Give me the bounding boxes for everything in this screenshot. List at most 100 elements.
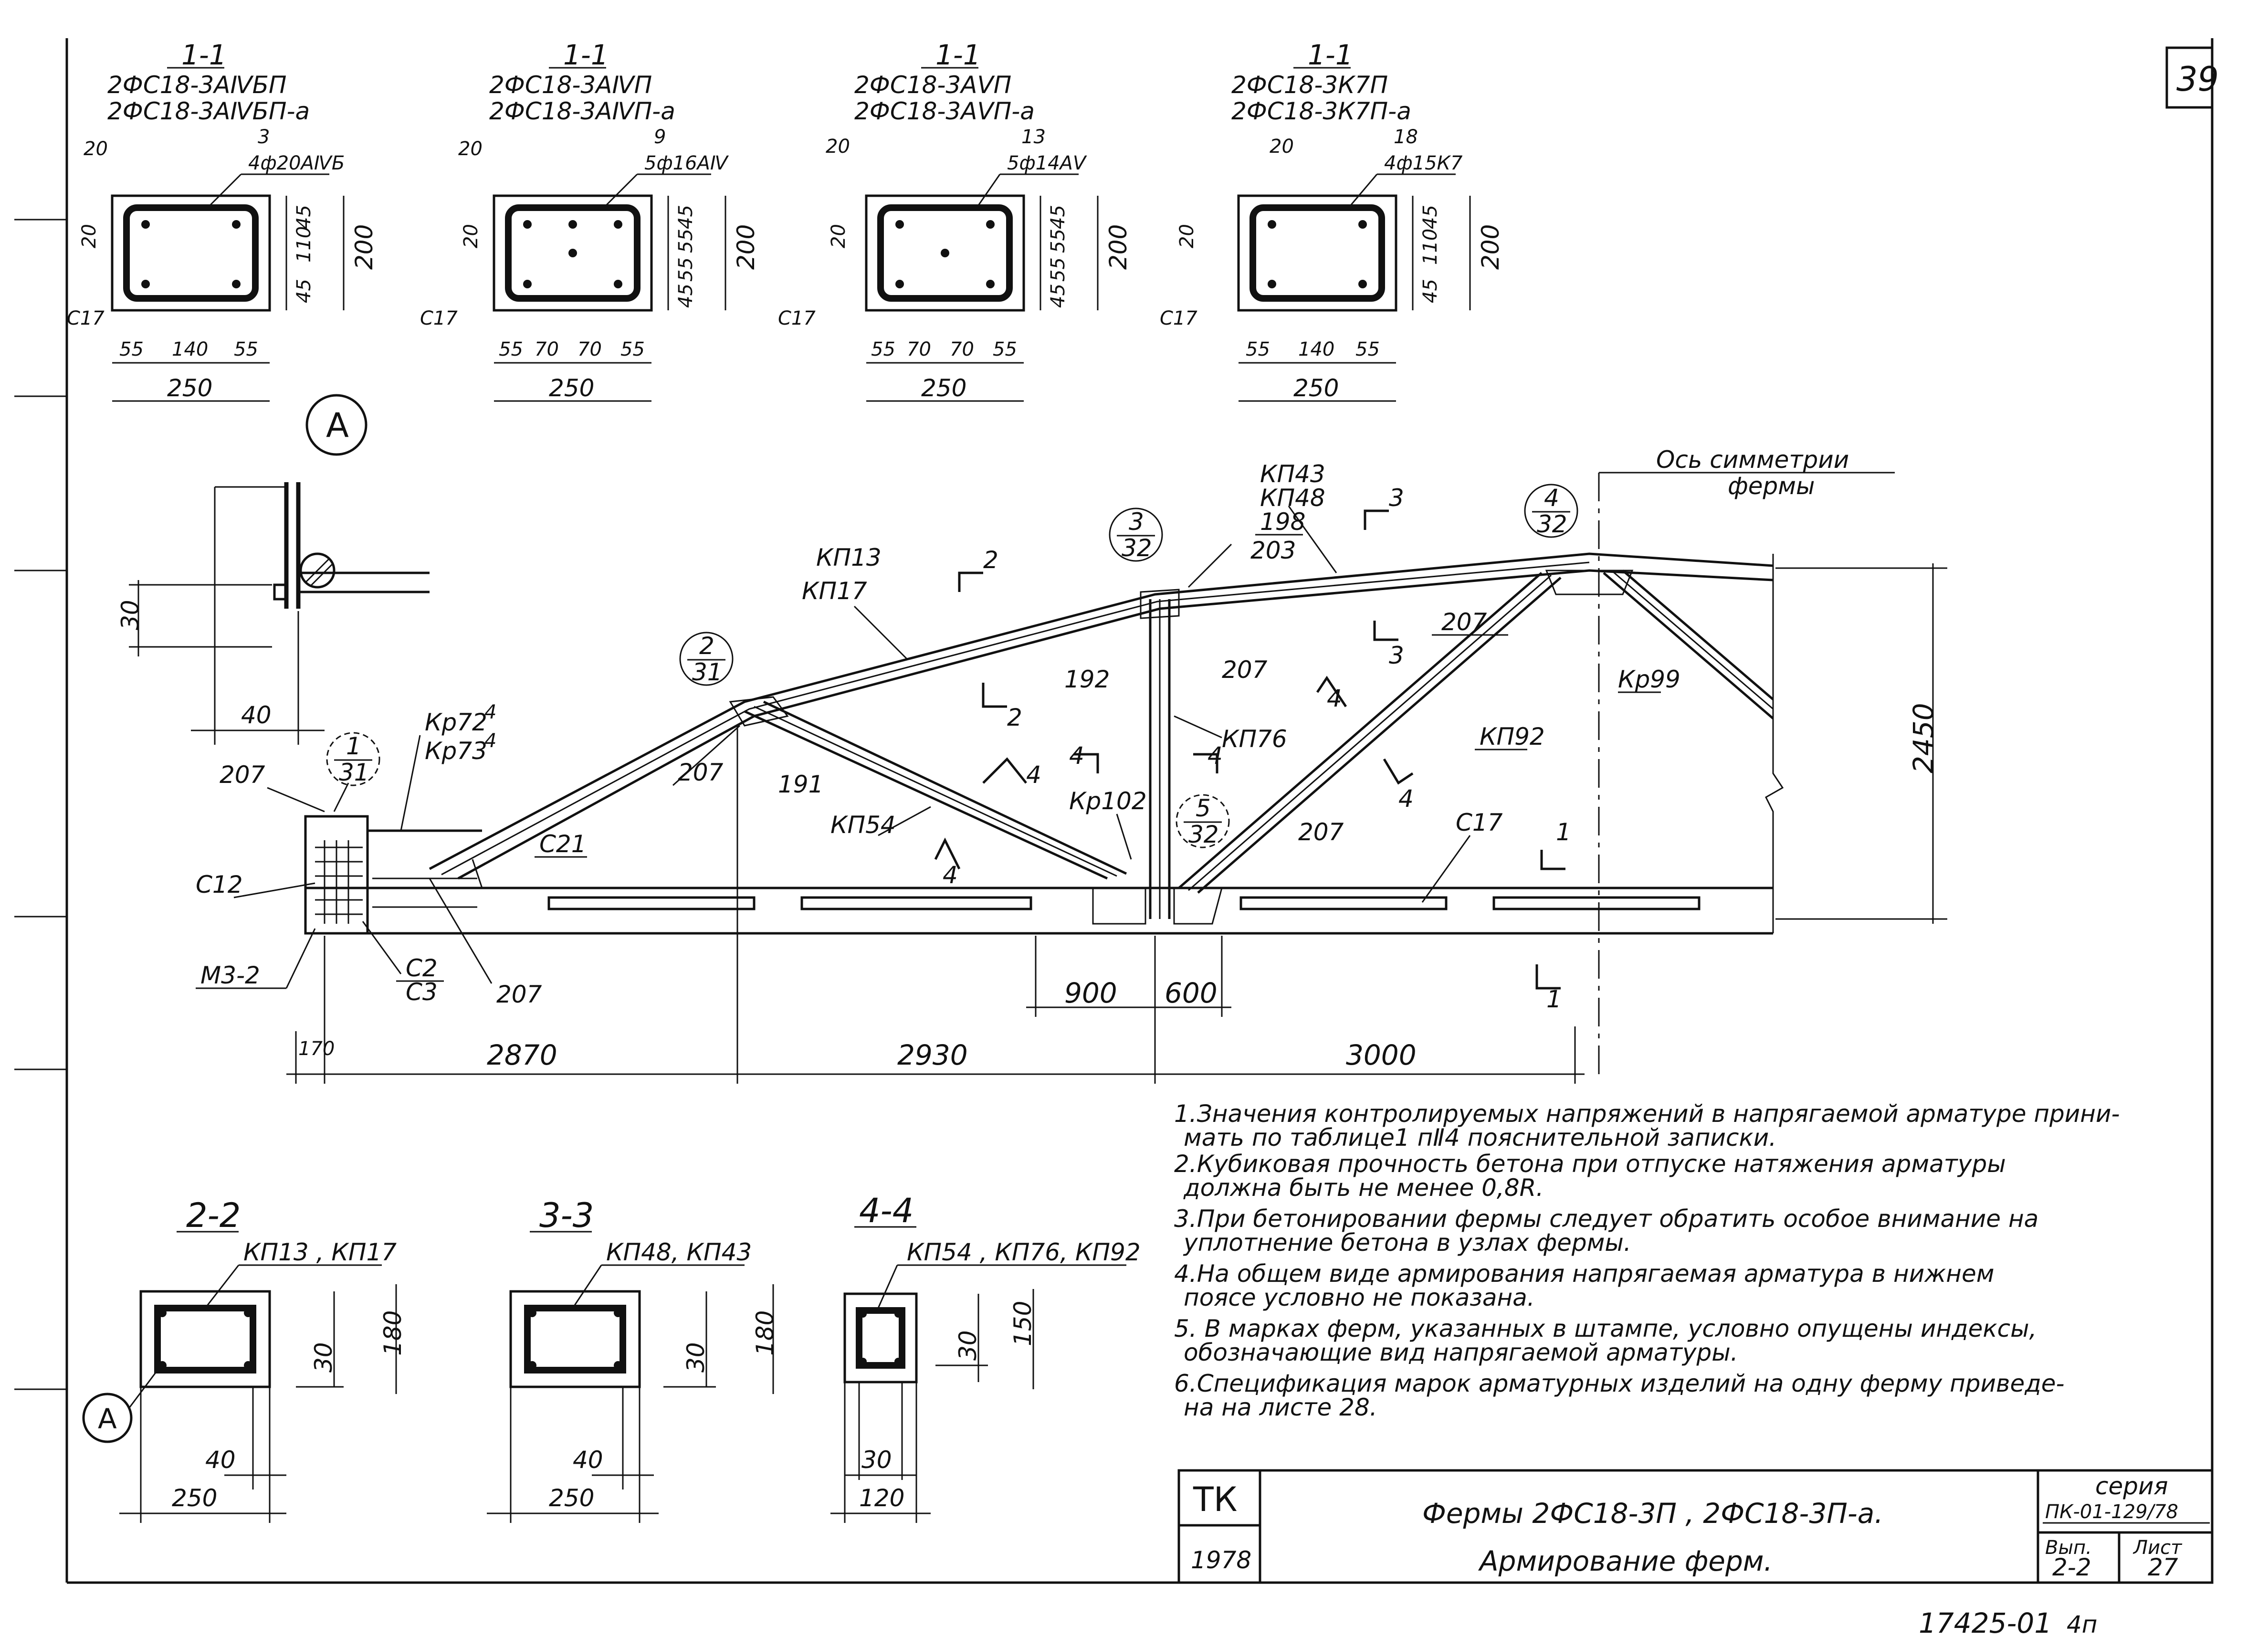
svg-text:70: 70 <box>578 338 602 360</box>
stamp-subtitle: Армирование ферм. <box>1478 1545 1773 1577</box>
svg-text:2: 2 <box>983 546 998 574</box>
svg-text:Кр72: Кр72 <box>425 708 487 736</box>
page-number: 39 <box>2176 60 2219 99</box>
svg-text:1: 1 <box>1556 818 1571 846</box>
svg-text:31: 31 <box>692 658 723 686</box>
svg-text:150: 150 <box>1009 1301 1037 1346</box>
svg-text:70: 70 <box>535 338 559 360</box>
section-2-2: 2-2 КП13 , КП17 30 180 40 250 А <box>82 1196 407 1523</box>
truss-labels: Ось симметрии фермы КП13 КП17 КП43 КП48 … <box>196 446 1895 1013</box>
section-1-1-d: 1-1 2ФС18-3К7П 2ФС18-3К7П-а 20 18 4ф15К7… <box>1160 39 1504 402</box>
rebar-label: 4ф15К7 <box>1384 152 1463 174</box>
svg-text:Лист: Лист <box>2132 1537 2183 1559</box>
svg-text:55: 55 <box>1246 338 1270 360</box>
svg-text:3000: 3000 <box>1346 1039 1417 1071</box>
node-ref-3: 3 32 <box>1109 507 1163 562</box>
svg-text:4: 4 <box>943 861 958 889</box>
node-ref-1: 1 31 <box>326 732 380 786</box>
svg-text:30: 30 <box>954 1330 982 1361</box>
svg-text:110: 110 <box>1419 229 1441 265</box>
svg-text:20: 20 <box>1176 224 1198 248</box>
note-line: 1.Значения контролируемых напряжений в н… <box>1174 1100 2120 1128</box>
svg-text:4: 4 <box>1327 685 1342 712</box>
rebar-label: 5ф14АⅤ <box>1007 152 1087 174</box>
svg-text:55: 55 <box>620 338 645 360</box>
svg-text:20: 20 <box>458 138 483 160</box>
section-mark: 2ФС18-3АⅤП <box>854 71 1011 99</box>
svg-text:С2: С2 <box>406 954 438 982</box>
svg-text:250: 250 <box>167 374 212 402</box>
note-line: мать по таблице1 пⅡ4 пояснительной запис… <box>1184 1124 1776 1151</box>
svg-text:250: 250 <box>549 374 594 402</box>
clamp-label: С17 <box>67 307 105 329</box>
svg-text:КП54: КП54 <box>830 811 896 839</box>
svg-text:40: 40 <box>573 1446 603 1474</box>
svg-text:3: 3 <box>1389 484 1404 512</box>
truss-dimensions: 170 2870 2930 3000 900 600 2450 <box>286 563 1947 1084</box>
svg-text:55: 55 <box>675 229 697 253</box>
section-mark: 2ФС18-3АⅣП <box>489 71 652 99</box>
svg-text:207: 207 <box>496 981 542 1008</box>
svg-text:9: 9 <box>654 126 666 148</box>
svg-text:45: 45 <box>293 279 315 303</box>
note-line: на на листе 28. <box>1184 1394 1377 1421</box>
note-line: 4.На общем виде армирования напрягаемая … <box>1174 1260 1994 1288</box>
svg-text:140: 140 <box>172 338 208 360</box>
section-3-3: 3-3 КП48, КП43 30 180 40 250 <box>487 1196 779 1523</box>
svg-text:180: 180 <box>751 1310 779 1356</box>
page-number-box: 39 <box>2165 46 2219 109</box>
svg-text:55: 55 <box>675 257 697 282</box>
svg-text:2450: 2450 <box>1907 703 1940 773</box>
svg-text:600: 600 <box>1165 977 1218 1009</box>
svg-text:М3-2: М3-2 <box>200 961 260 989</box>
note-line: 3.При бетонировании фермы следует обрати… <box>1174 1205 2038 1233</box>
svg-text:250: 250 <box>921 374 966 402</box>
svg-text:3: 3 <box>258 126 270 148</box>
svg-text:45: 45 <box>1047 205 1069 229</box>
svg-text:Кр73: Кр73 <box>425 737 487 765</box>
svg-text:фермы: фермы <box>1728 472 1815 500</box>
svg-text:30: 30 <box>310 1342 337 1373</box>
svg-text:А: А <box>98 1403 117 1435</box>
stamp-sheet: 27 <box>2148 1553 2178 1581</box>
note-line: 6.Спецификация марок арматурных изделий … <box>1174 1370 2065 1397</box>
svg-text:4: 4 <box>1544 484 1559 512</box>
detail-a: А 30 40 <box>116 394 430 745</box>
svg-text:4: 4 <box>1398 785 1414 813</box>
node-ref-5: 5 32 <box>1176 794 1230 848</box>
svg-text:1: 1 <box>346 732 361 760</box>
svg-text:31: 31 <box>339 759 369 786</box>
note-line: уплотнение бетона в узлах фермы. <box>1183 1229 1631 1257</box>
svg-text:4: 4 <box>484 701 496 723</box>
svg-text:192: 192 <box>1064 666 1110 693</box>
svg-text:Вып.: Вып. <box>2045 1537 2092 1559</box>
svg-text:2: 2 <box>699 632 714 660</box>
svg-text:4п: 4п <box>2067 1611 2098 1638</box>
svg-text:250: 250 <box>1293 374 1339 402</box>
svg-text:110: 110 <box>293 226 315 263</box>
svg-text:55: 55 <box>1355 338 1380 360</box>
svg-text:30: 30 <box>861 1446 892 1474</box>
svg-text:180: 180 <box>379 1310 407 1356</box>
svg-text:120: 120 <box>859 1484 904 1512</box>
section-mark: КП48, КП43 <box>606 1238 752 1266</box>
section-1-1-b: 1-1 2ФС18-3АⅣП 2ФС18-3АⅣП-а 20 9 5ф16АⅣ … <box>420 39 760 402</box>
section-mark: КП13 , КП17 <box>243 1238 397 1266</box>
svg-text:18: 18 <box>1394 126 1418 148</box>
svg-text:200: 200 <box>1477 224 1504 270</box>
svg-text:55: 55 <box>1047 257 1069 282</box>
section-4-4: 4-4 КП54 , КП76, КП92 30 150 30 120 <box>830 1191 1141 1523</box>
note-line: поясе условно не показана. <box>1184 1284 1535 1311</box>
svg-text:207: 207 <box>678 759 724 786</box>
note-line: должна быть не менее 0,8R. <box>1183 1174 1544 1202</box>
svg-text:191: 191 <box>778 771 823 798</box>
svg-text:207: 207 <box>1298 818 1344 846</box>
svg-text:20: 20 <box>1270 136 1294 158</box>
svg-text:С17: С17 <box>1456 809 1503 836</box>
svg-text:70: 70 <box>950 338 974 360</box>
svg-text:32: 32 <box>1122 534 1152 562</box>
svg-text:2930: 2930 <box>897 1039 968 1071</box>
svg-text:55: 55 <box>119 338 144 360</box>
svg-text:45: 45 <box>1419 205 1441 229</box>
svg-text:32: 32 <box>1537 510 1567 538</box>
